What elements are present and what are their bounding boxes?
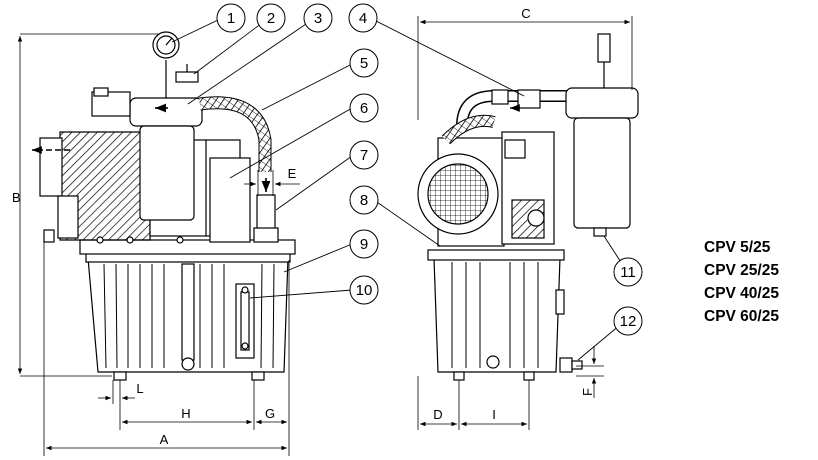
dim-label-f: F <box>580 388 595 396</box>
flexible-hose <box>199 97 271 172</box>
model-item: CPV 40/25 <box>704 285 779 302</box>
callout-7: 7 <box>349 140 379 170</box>
level-tube <box>181 263 195 361</box>
drain-plug <box>181 357 195 371</box>
pump-drain <box>43 229 55 243</box>
svg-text:5: 5 <box>360 55 368 72</box>
svg-text:7: 7 <box>360 147 368 164</box>
dim-label-l: L <box>136 381 143 396</box>
dim-label-h: H <box>181 406 190 421</box>
callout-12: 12 <box>613 306 643 336</box>
foot-right <box>251 371 265 381</box>
dimension-lines <box>17 16 633 456</box>
side-view <box>417 33 639 381</box>
model-item: CPV 25/25 <box>704 262 779 279</box>
dim-label-a: A <box>160 432 169 447</box>
svg-text:8: 8 <box>360 192 368 209</box>
foot-left <box>113 371 127 381</box>
svg-text:10: 10 <box>356 282 373 299</box>
dim-label-b: B <box>12 190 21 205</box>
callout-6: 6 <box>349 93 379 123</box>
pump-inlet <box>39 137 63 197</box>
svg-text:11: 11 <box>620 264 636 281</box>
base-plate <box>79 239 296 255</box>
dim-label-g: G <box>265 406 275 421</box>
fan-grille <box>427 163 489 225</box>
side-tank <box>433 257 561 373</box>
side-filter-head <box>565 87 639 119</box>
svg-text:3: 3 <box>314 10 322 27</box>
model-item: CPV 5/25 <box>704 239 771 256</box>
model-item: CPV 60/25 <box>704 308 779 325</box>
dim-label-i: I <box>492 407 496 422</box>
svg-text:1: 1 <box>227 10 235 27</box>
hose-connector <box>256 194 276 230</box>
drain-valve <box>559 357 573 373</box>
svg-text:4: 4 <box>359 10 367 27</box>
svg-text:2: 2 <box>267 10 275 27</box>
side-gauge <box>597 33 611 63</box>
dim-label-c: C <box>521 6 530 21</box>
callout-11: 11 <box>613 257 643 287</box>
callout-10: 10 <box>349 275 379 305</box>
dim-label-e: E <box>288 166 297 181</box>
side-filter-bowl <box>573 117 631 229</box>
leader-lines <box>171 19 627 361</box>
callout-9: 9 <box>349 229 379 259</box>
callout-1: 1 <box>216 3 246 33</box>
pump-foot <box>57 195 79 239</box>
callout-2: 2 <box>256 3 286 33</box>
callout-4: 4 <box>348 3 378 33</box>
svg-text:12: 12 <box>620 313 637 330</box>
front-view <box>32 31 296 381</box>
motor-end <box>209 157 251 243</box>
filter-bowl <box>139 125 195 221</box>
model-list: CPV 5/25 CPV 25/25 CPV 40/25 CPV 60/25 <box>704 236 818 328</box>
tank-ribs <box>103 263 275 369</box>
svg-text:9: 9 <box>360 236 368 253</box>
callout-3: 3 <box>303 3 333 33</box>
callout-5: 5 <box>349 48 379 78</box>
dim-label-d: D <box>433 407 442 422</box>
svg-text:6: 6 <box>360 100 368 117</box>
callout-8: 8 <box>349 185 379 215</box>
